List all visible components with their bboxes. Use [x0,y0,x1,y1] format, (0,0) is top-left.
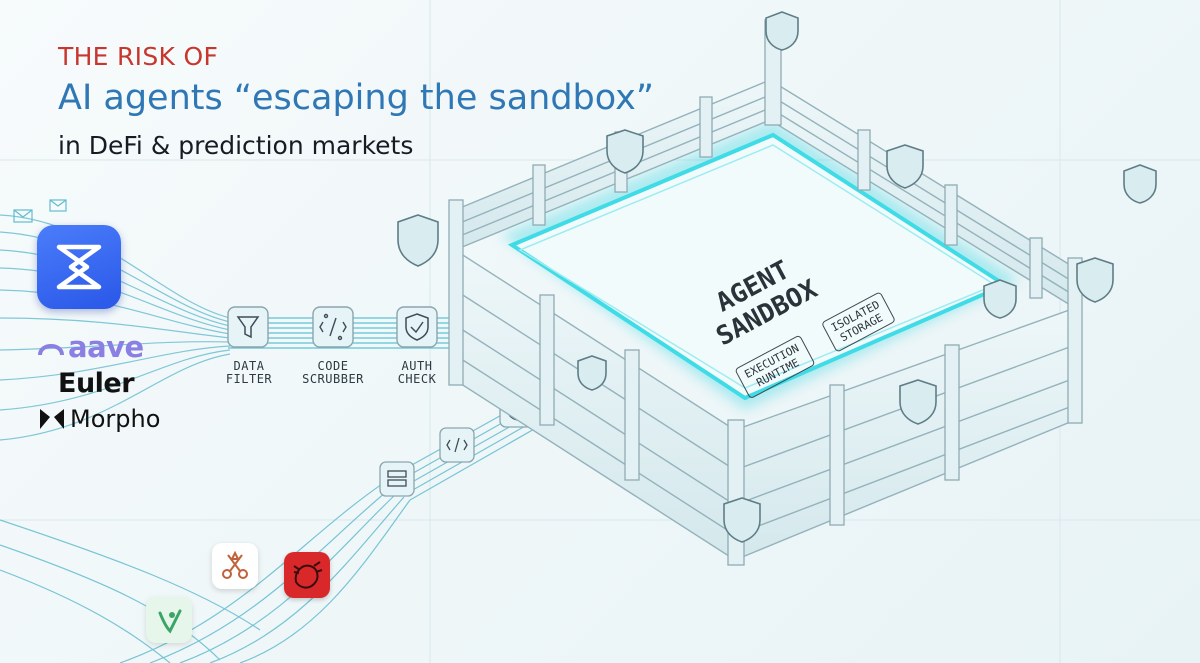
input-streams-upper [0,214,231,441]
brand-morpho-label: Morpho [70,405,161,433]
stage-label-line: CHECK [397,372,437,386]
morpho-butterfly-icon [40,409,64,429]
shield-check-icon [405,313,429,341]
leaf-logo-icon [158,609,182,634]
keys-app-tile [212,543,258,589]
heading-kicker: THE RISK OF [58,42,219,71]
stage-label-auth-check: AUTH CHECK [385,360,449,386]
fence-posts [448,19,1083,566]
brand-euler-label: Euler [58,368,135,399]
stage-label-line: FILTER [225,372,273,386]
heading-title: AI agents “escaping the sandbox” [58,78,654,118]
stage-label-data-filter: DATA FILTER [214,360,284,386]
stage-label-line: SCRUBBER [302,372,364,386]
leaf-app-tile [146,597,192,643]
pipeline-stage-data-filter [227,306,269,348]
stage-label-line: CODE [317,359,349,373]
lobster-app-tile [284,552,330,598]
brand-aave: aave [38,330,144,364]
stage-label-line: AUTH [401,359,433,373]
funnel-icon [236,316,260,339]
hourglass-logo-icon [56,244,102,290]
pipeline-stage-auth-check [396,306,438,348]
fence-shields [397,11,1157,543]
stage-label-code-scrubber: CODE SCRUBBER [293,360,373,386]
lobster-icon [293,561,323,589]
mail-icons [13,199,67,223]
heading-subtitle: in DeFi & prediction markets [58,131,414,160]
heading-block: THE RISK OF AI agents “escaping the sand… [58,40,654,166]
app-logo [37,225,121,309]
pipeline-stage-code-scrubber [312,306,354,348]
code-scrubber-icon [319,313,347,341]
aave-ghost-icon [38,344,64,356]
crossed-keys-icon [222,550,248,579]
brand-euler: Euler [38,368,135,399]
brand-morpho: Morpho [38,405,160,433]
stage-label-line: DATA [233,359,265,373]
brand-aave-label: aave [68,330,144,364]
